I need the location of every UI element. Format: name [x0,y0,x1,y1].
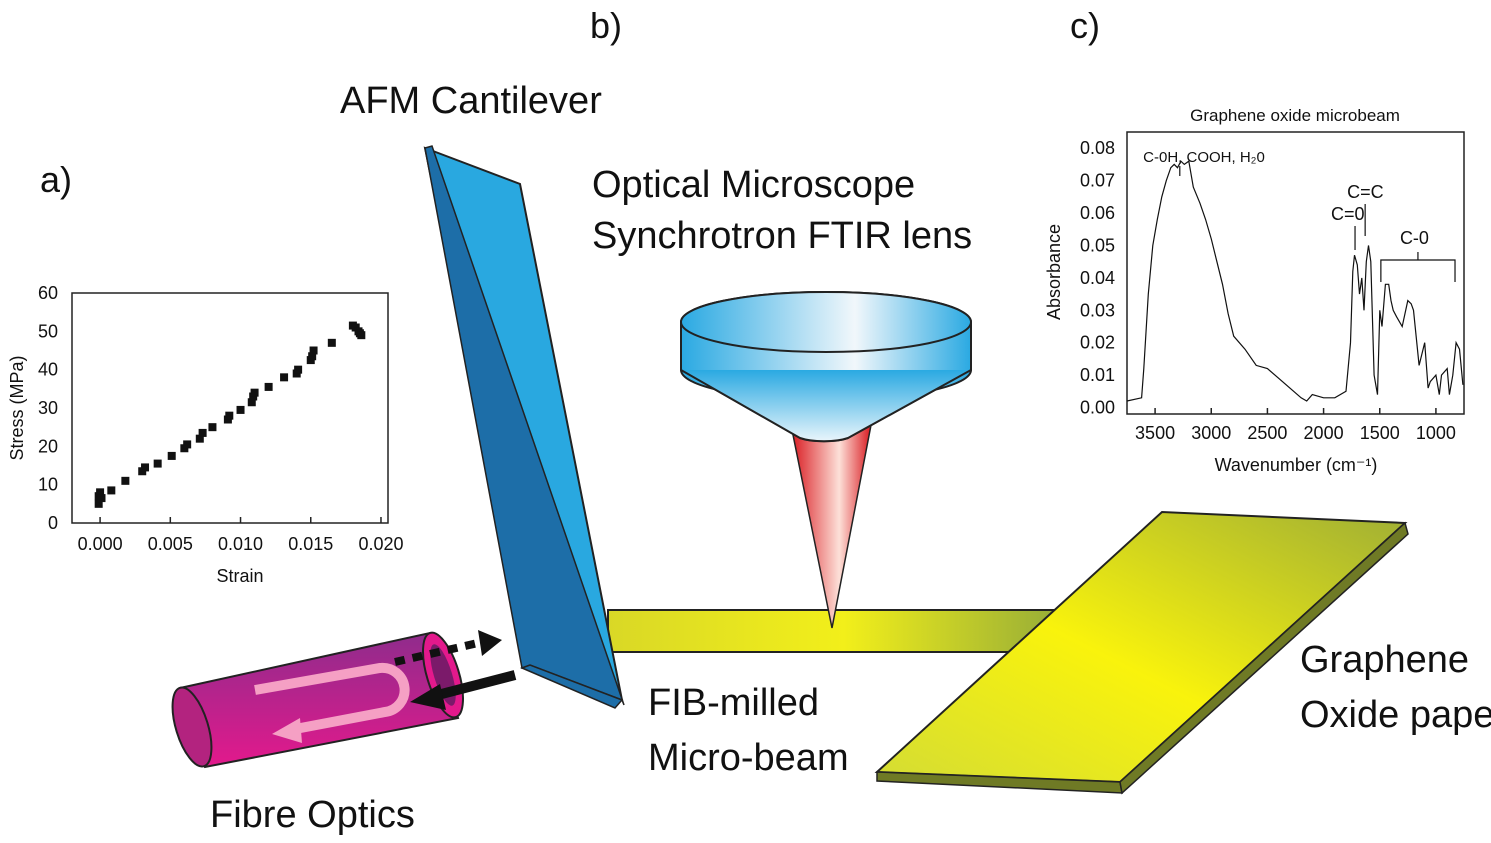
chart-a-ytick-label: 60 [38,283,58,303]
fibre-optics-label: Fibre Optics [210,794,415,836]
reflected-light-solid-arrow [428,670,517,702]
chart-a-ytick-label: 0 [48,513,58,533]
panel-b-label: b) [590,5,622,46]
data-point [141,463,150,472]
chart-c-ylabel: Absorbance [1044,224,1064,320]
incident-light-dotted-arrow [394,639,479,666]
graphene-oxide-paper [874,510,1409,795]
annotation-c-o-bracket [1380,252,1456,282]
chart-c-ytick-label: 0.06 [1080,203,1115,223]
chart-c-ytick-label: 0.08 [1080,138,1115,158]
annotation-c-c-label: C=C [1347,182,1384,202]
laser-beam [789,419,873,629]
absorbance-line [1126,160,1464,402]
data-point [357,331,366,340]
chart-c-ytick-label: 0.02 [1080,333,1115,353]
data-point [198,428,207,437]
data-point [264,382,273,391]
chart-c-ytick-label: 0.01 [1080,365,1115,385]
data-point [327,338,336,347]
graphene-label: Graphene [1300,639,1469,681]
optical-microscope-label: Optical Microscope [592,164,915,206]
chart-a-ytick-label: 30 [38,398,58,418]
panel-a-label: a) [40,159,72,200]
chart-c-xtick-label: 2500 [1247,423,1287,443]
afm-cantilever-label: AFM Cantilever [340,80,602,122]
chart-c-ytick-label: 0.04 [1080,268,1115,288]
reflected-light-arrow-icon [254,662,410,735]
chart-c-xtick-label: 2000 [1304,423,1344,443]
chart-c-xtick-label: 1000 [1416,423,1456,443]
chart-a-xtick-label: 0.020 [358,534,403,554]
data-point [236,405,245,414]
micro-beam-label: Micro-beam [648,737,849,779]
fibre-optic-cable [171,631,464,769]
annotation-c-o-single-label: C-0 [1400,228,1429,248]
chart-c-xtick-label: 3000 [1191,423,1231,443]
chart-c-ytick-label: 0.05 [1080,235,1115,255]
data-point [250,388,259,397]
chart-c-xtick-label: 1500 [1360,423,1400,443]
chart-a-ylabel: Stress (MPa) [7,355,27,460]
data-point [294,365,303,374]
data-point [97,494,106,503]
ftir-lens-label: Synchrotron FTIR lens [592,215,972,257]
oxide-paper-label: Oxide paper [1300,694,1491,736]
objective-lens [680,291,972,443]
data-point [225,411,234,420]
data-point [208,423,217,432]
chart-a-ytick-label: 50 [38,321,58,341]
afm-cantilever [423,145,625,709]
annotation-oh-label: C-0H, COOH, H₂0 [1143,149,1265,166]
return-arrowhead-icon [272,718,302,743]
fib-milled-label: FIB-milled [648,682,819,724]
chart-a-xtick-label: 0.005 [148,534,193,554]
data-point [96,488,105,497]
data-point [153,459,162,468]
ftir-spectrum-chart: Graphene oxide microbeam 0.00 0.01 0.02 0.0… [1044,106,1465,475]
annotation-c-o-double-label: C=0 [1331,204,1365,224]
data-point [280,373,289,382]
chart-a-frame [71,292,389,524]
data-point [183,440,192,449]
chart-a-ytick-label: 20 [38,436,58,456]
chart-c-xtick-label: 3500 [1135,423,1175,443]
data-point [121,476,130,485]
chart-c-title: Graphene oxide microbeam [1190,106,1400,125]
chart-c-ytick-label: 0.00 [1080,398,1115,418]
chart-a-ytick-label: 40 [38,360,58,380]
solid-arrowhead-icon [410,684,446,710]
data-point [308,352,317,361]
panel-c-label: c) [1070,5,1100,46]
chart-a-xtick-label: 0.000 [78,534,123,554]
chart-a-xlabel: Strain [216,566,263,586]
chart-a-ytick-label: 10 [38,475,58,495]
chart-c-frame [1126,131,1465,415]
data-point [309,346,318,355]
chart-c-ytick-label: 0.03 [1080,300,1115,320]
micro-beam [607,609,1081,653]
chart-a-xtick-label: 0.010 [218,534,263,554]
data-point [195,434,204,443]
chart-c-ytick-label: 0.07 [1080,171,1115,191]
data-point [167,451,176,460]
chart-a-xtick-label: 0.015 [288,534,333,554]
data-point [94,499,103,508]
data-point [107,486,116,495]
data-point [247,398,256,407]
dotted-arrowhead-icon [478,630,502,656]
chart-c-xlabel: Wavenumber (cm⁻¹) [1215,455,1378,475]
